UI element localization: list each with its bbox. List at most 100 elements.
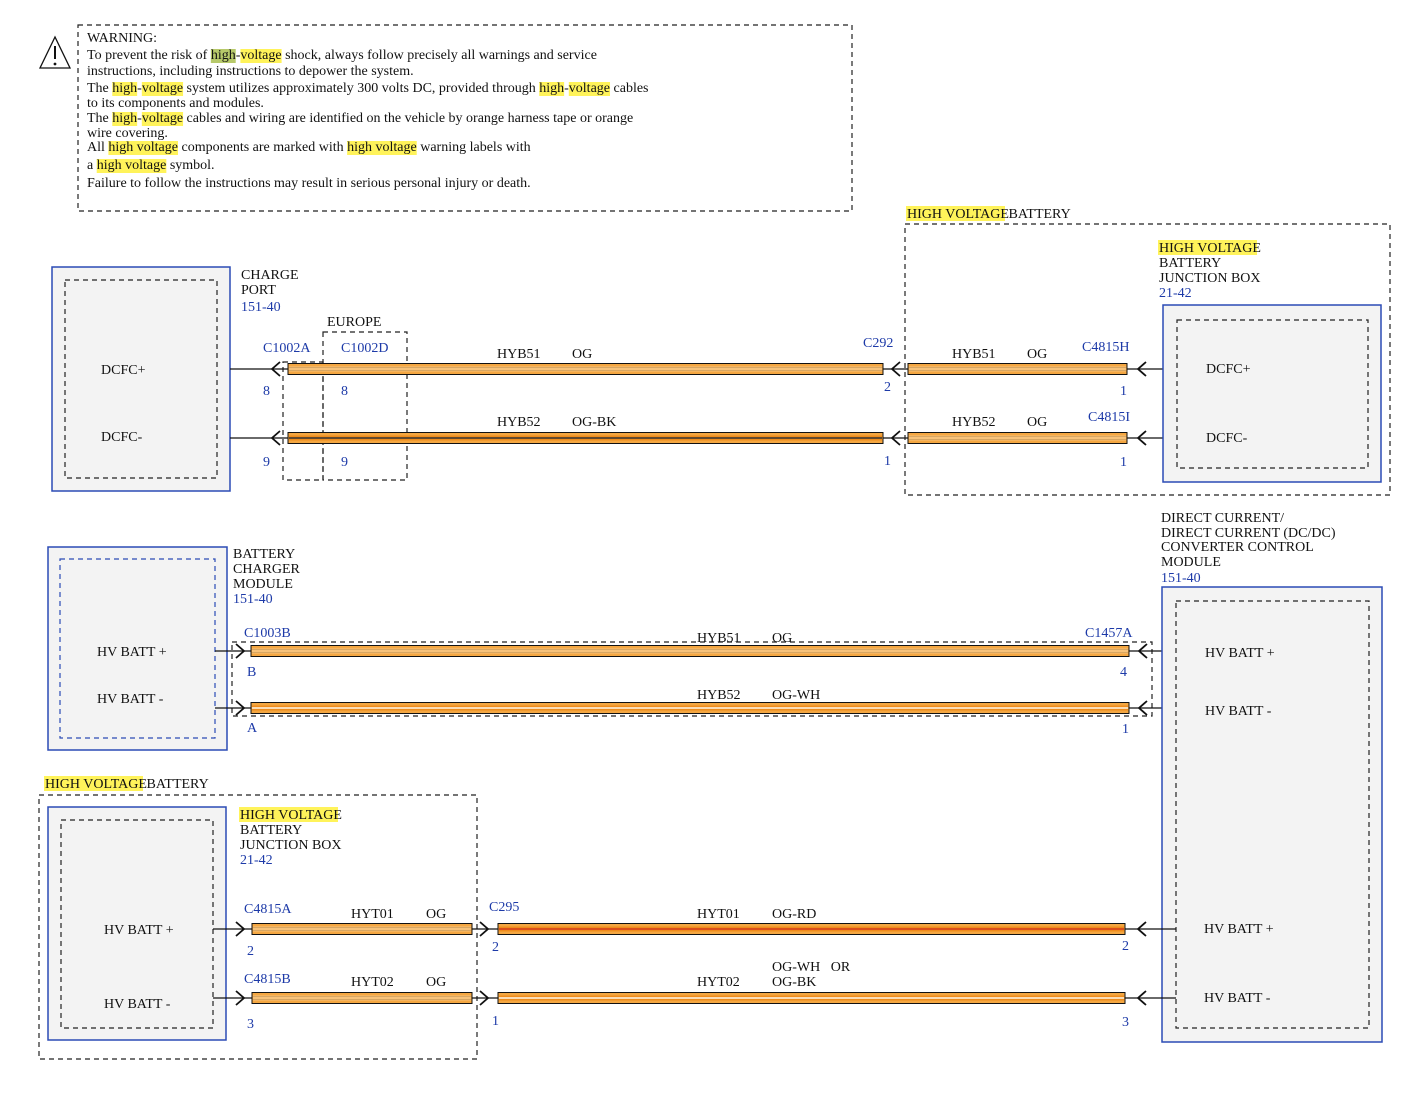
connector-arrow	[1137, 643, 1148, 659]
junction-box-ref[interactable]: 21-42	[1159, 286, 1192, 301]
warning-segment: shock, always follow precisely all warni…	[282, 48, 597, 63]
warning-segment: a	[87, 158, 97, 173]
junction-box-ref[interactable]: 21-42	[240, 853, 273, 868]
highlight-mark	[96, 159, 167, 173]
connector-arrow	[1136, 430, 1147, 446]
wire-color-og: OG	[572, 347, 592, 362]
charger-pin-hv-batt-minus: HV BATT -	[97, 692, 164, 707]
charger-name-1: BATTERY	[233, 547, 295, 562]
wire-core	[909, 435, 1126, 441]
wire-color-og: OG	[772, 631, 792, 646]
wire-hyt02[interactable]	[497, 992, 1126, 1004]
warning-segment: -	[137, 81, 142, 96]
connector-arrow	[270, 430, 281, 446]
connector-arrow	[235, 643, 246, 659]
battery-charger-module: HV BATT + HV BATT - BATTERY CHARGER MODU…	[47, 546, 301, 751]
charger-name-2: CHARGER	[233, 562, 301, 577]
warning-segment: system utilizes approximately 300 volts …	[183, 81, 539, 96]
wire-hyt01[interactable]	[251, 923, 473, 935]
wire-hyt01[interactable]	[497, 923, 1126, 935]
connector-arrow	[479, 990, 490, 1006]
wire-hyb52[interactable]	[250, 702, 1130, 714]
connector-c4815h[interactable]: C4815H	[1082, 340, 1129, 355]
connector-arrow	[890, 361, 901, 377]
connector-c4815i[interactable]: C4815I	[1088, 410, 1130, 425]
warning-segment: -	[236, 48, 241, 63]
connector-arrow	[270, 361, 281, 377]
hv-battery-label-highlight: HIGH VOLTAGE	[45, 777, 147, 792]
junction-box-pin-dcfc-minus: DCFC-	[1206, 431, 1248, 446]
warning-highlight: voltage	[142, 111, 183, 126]
wire-id-hyb52: HYB52	[697, 688, 741, 703]
wire-color-og: OG	[1027, 347, 1047, 362]
warning-title: WARNING:	[87, 31, 157, 46]
pin-c1003b-b: B	[247, 665, 256, 680]
wire-color-og: OG	[426, 975, 446, 990]
warning-segment: The	[87, 81, 112, 96]
warning-segment: -	[137, 111, 142, 126]
warning-segment: All	[87, 140, 108, 155]
junction-box-name-2: JUNCTION BOX	[1159, 271, 1261, 286]
wire-id-hyb52: HYB52	[497, 415, 541, 430]
c1003b-connector-outline	[231, 641, 1153, 717]
pin-c1002d-9: 9	[341, 455, 348, 470]
dcdc-pin-hv-batt-minus-1: HV BATT -	[1205, 704, 1272, 719]
wire-hyb51[interactable]	[907, 363, 1128, 375]
wire-hyb51[interactable]	[287, 363, 884, 375]
connector-c1457a[interactable]: C1457A	[1085, 626, 1133, 641]
warning-highlight: voltage	[569, 81, 610, 96]
wire-color-og: OG	[1027, 415, 1047, 430]
dcdc-ref[interactable]: 151-40	[1161, 571, 1201, 586]
charge-port-pin-dcfc-minus: DCFC-	[101, 430, 143, 445]
pin-c1003b-a: A	[247, 721, 258, 736]
dcdc-pin-hv-batt-minus-2: HV BATT -	[1204, 991, 1271, 1006]
dcdc-name-1: DIRECT CURRENT/	[1161, 511, 1284, 526]
charge-port-ref[interactable]: 151-40	[241, 300, 281, 315]
warning-segment: -	[564, 81, 569, 96]
charge-port-name-2: PORT	[241, 283, 276, 298]
wire-core	[252, 648, 1128, 654]
warning-line: a high voltage symbol.	[87, 158, 215, 173]
warning-segment: wire covering.	[87, 126, 168, 141]
connector-c1003b[interactable]: C1003B	[244, 626, 291, 641]
highlight-mark	[112, 82, 138, 96]
wire-id-hyt01: HYT01	[697, 907, 740, 922]
highlight-mark	[539, 82, 565, 96]
warning-segment: To prevent the risk of	[87, 48, 211, 63]
connector-c295[interactable]: C295	[489, 900, 519, 915]
wire-color-og: OG	[426, 907, 446, 922]
junction-box-bottom: HV BATT + HV BATT - HIGH VOLTAGE BATTERY…	[47, 806, 342, 1041]
junction-box-name-highlight: HIGH VOLTAGE	[1159, 241, 1261, 256]
warning-segment: instructions, including instructions to …	[87, 64, 414, 79]
wire-color-og-bk: OG-BK	[772, 975, 816, 990]
dcdc-name-4: MODULE	[1161, 555, 1221, 570]
wire-core	[253, 926, 471, 932]
pin-c4815a-2: 2	[247, 944, 254, 959]
hv-battery-label: BATTERY	[1005, 207, 1071, 222]
connector-c1002a[interactable]: C1002A	[263, 341, 311, 356]
dcdc-pin-hv-batt-plus-1: HV BATT +	[1205, 646, 1275, 661]
wire-hyb52[interactable]	[287, 432, 884, 444]
connector-c292[interactable]: C292	[863, 336, 893, 351]
warning-highlight: high	[211, 48, 236, 63]
highlight-mark	[568, 82, 611, 96]
wire-hyb52[interactable]	[907, 432, 1128, 444]
connector-c4815a[interactable]: C4815A	[244, 902, 292, 917]
charger-ref[interactable]: 151-40	[233, 592, 273, 607]
wire-hyb51[interactable]	[250, 645, 1130, 657]
hv-battery-bottom: HIGH VOLTAGE BATTERY	[38, 776, 478, 1060]
highlight-mark	[210, 49, 236, 63]
connector-c1002d[interactable]: C1002D	[341, 341, 388, 356]
wire-color-og-rd: OG-RD	[772, 907, 816, 922]
warning-highlight: voltage	[240, 48, 281, 63]
connector-arrow	[890, 430, 901, 446]
highlight-mark	[240, 49, 282, 63]
wire-id-hyb51: HYB51	[497, 347, 541, 362]
warning-segment: The	[87, 111, 112, 126]
connector-c4815b[interactable]: C4815B	[244, 972, 291, 987]
wire-color-og-bk: OG-BK	[572, 415, 616, 430]
highlight-mark	[141, 82, 184, 96]
wire-id-hyt02: HYT02	[351, 975, 394, 990]
wire-hyt02[interactable]	[251, 992, 473, 1004]
